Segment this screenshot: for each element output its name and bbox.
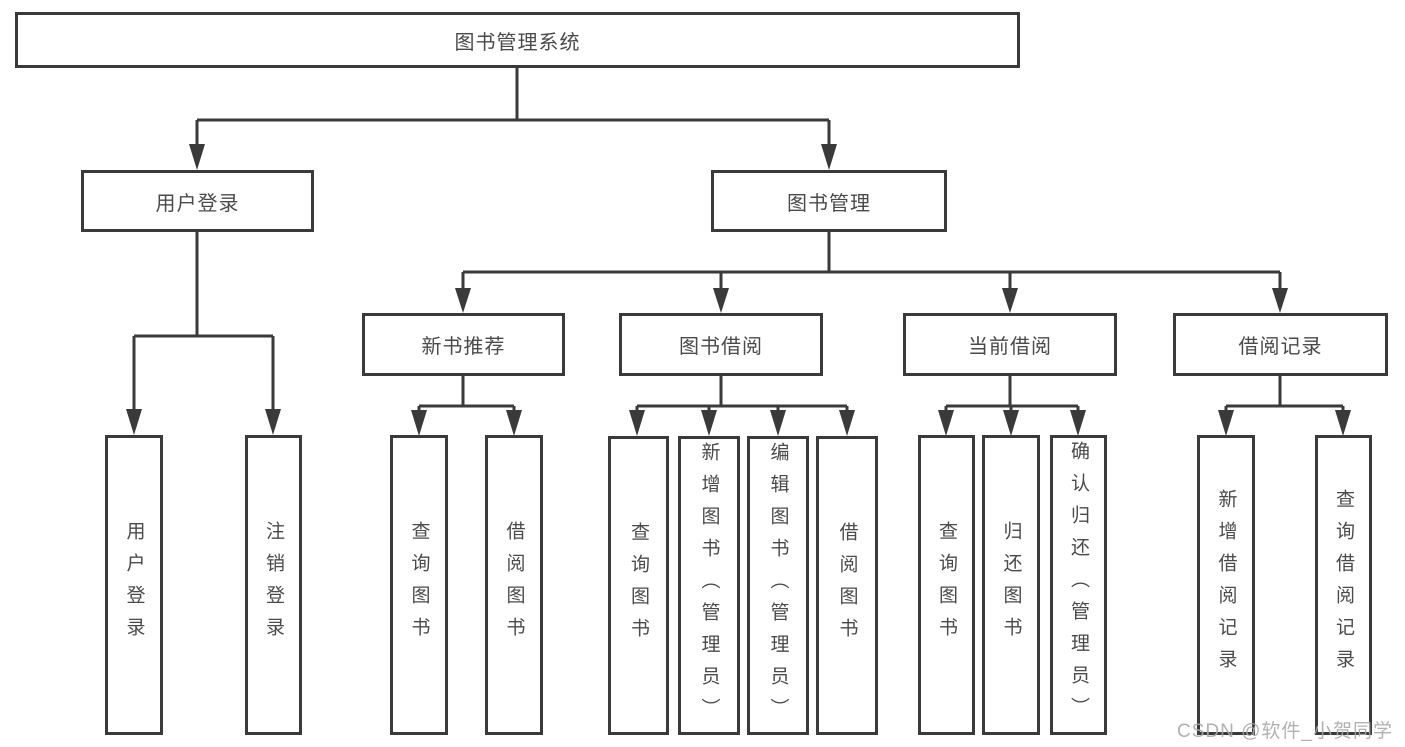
arrow-icon — [126, 409, 142, 435]
arrowheads — [126, 144, 1351, 436]
leaf-logout: 注销登录 — [245, 435, 302, 735]
node-label: 注销登录 — [263, 521, 284, 649]
node-label: 归还图书 — [1000, 521, 1022, 649]
arrow-icon — [1272, 288, 1288, 313]
node-label: 图书借阅 — [679, 336, 763, 358]
arrow-icon — [839, 410, 855, 436]
arrow-icon — [189, 144, 205, 170]
csdn-watermark: CSDN @软件_小贺同学 — [1177, 721, 1393, 742]
leaf-query-books-1: 查询图书 — [390, 435, 448, 735]
node-new-book-recommend: 新书推荐 — [362, 313, 565, 376]
arrow-icon — [938, 410, 954, 436]
leaf-borrow-books-1: 借阅图书 — [485, 435, 543, 735]
node-library-system: 图书管理系统 — [15, 12, 1020, 68]
arrow-icon — [770, 410, 786, 436]
node-book-management: 图书管理 — [711, 170, 947, 232]
arrow-icon — [506, 410, 522, 436]
arrow-icon — [1070, 410, 1086, 436]
arrow-icon — [701, 410, 717, 436]
node-current-borrowing: 当前借阅 — [903, 313, 1117, 376]
node-label: 新增借阅记录 — [1215, 489, 1237, 681]
connector-records-to-leaves — [1224, 376, 1345, 414]
connector-borrowing-to-leaves — [635, 376, 849, 414]
node-label: 用户登录 — [155, 192, 240, 215]
leaf-add-book-admin: 新增图书（管理员） — [678, 436, 740, 735]
leaf-query-books-2: 查询图书 — [608, 436, 669, 735]
leaf-query-borrow-record: 查询借阅记录 — [1315, 435, 1372, 735]
node-label: 借阅图书 — [836, 521, 858, 650]
node-label: 用户登录 — [123, 521, 145, 649]
node-label: 图书管理 — [787, 192, 871, 215]
arrow-icon — [1218, 410, 1234, 436]
node-label: 借阅图书 — [503, 521, 525, 649]
node-label: 查询借阅记录 — [1333, 489, 1354, 681]
connector-bookmgmt-to-level3 — [461, 232, 1282, 291]
connector-root-to-level2 — [195, 68, 831, 148]
node-borrow-records: 借阅记录 — [1173, 313, 1388, 376]
node-label: 新增图书（管理员） — [698, 441, 720, 730]
leaf-edit-book-admin: 编辑图书（管理员） — [747, 436, 809, 735]
arrow-icon — [821, 144, 837, 170]
leaf-return-books: 归还图书 — [982, 435, 1040, 735]
leaf-user-login: 用户登录 — [105, 435, 163, 735]
leaf-confirm-return-admin: 确认归还（管理员） — [1050, 435, 1107, 735]
leaf-query-books-3: 查询图书 — [918, 435, 975, 735]
arrow-icon — [265, 409, 281, 435]
arrow-icon — [629, 410, 645, 436]
node-label: 查询图书 — [936, 521, 957, 649]
node-label: 新书推荐 — [421, 336, 506, 358]
node-label: 编辑图书（管理员） — [767, 441, 789, 730]
arrow-icon — [1335, 410, 1351, 436]
node-label: 查询图书 — [628, 521, 649, 650]
node-user-login-branch: 用户登录 — [81, 170, 314, 232]
leaf-add-borrow-record: 新增借阅记录 — [1197, 435, 1255, 735]
node-label: 借阅记录 — [1238, 336, 1323, 358]
node-label: 当前借阅 — [968, 336, 1052, 358]
arrow-icon — [713, 288, 729, 313]
arrow-icon — [411, 410, 427, 436]
connector-current-to-leaves — [944, 376, 1080, 414]
connector-newbook-to-leaves — [417, 376, 516, 414]
node-label: 图书管理系统 — [454, 31, 581, 54]
leaf-borrow-books-2: 借阅图书 — [816, 436, 878, 735]
arrow-icon — [455, 288, 471, 313]
node-book-borrowing: 图书借阅 — [619, 313, 823, 376]
arrow-icon — [1003, 410, 1019, 436]
node-label: 查询图书 — [408, 521, 430, 649]
arrow-icon — [1002, 288, 1018, 313]
node-label: 确认归还（管理员） — [1068, 441, 1089, 729]
connector-userlogin-to-leaves — [132, 232, 275, 412]
